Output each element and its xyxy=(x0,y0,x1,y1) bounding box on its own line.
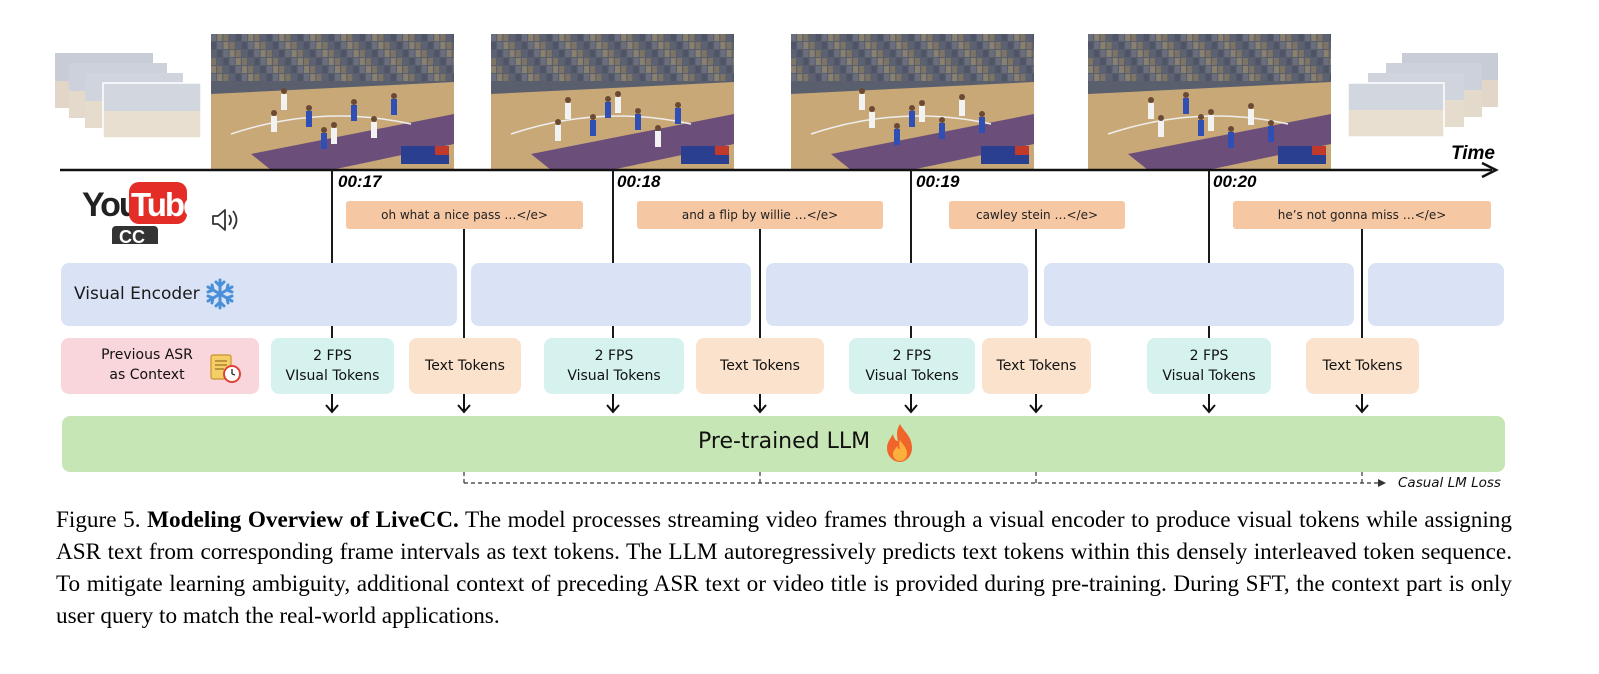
logo-tube-text: Tube xyxy=(131,186,190,223)
visual-tokens-fps: 2 FPS xyxy=(594,348,634,364)
video-frame xyxy=(491,34,734,170)
snowflake-icon xyxy=(206,278,234,310)
timestamp: 00:19 xyxy=(916,172,960,191)
time-marker-line xyxy=(910,170,912,263)
youtube-cc-logo: You Tube CC xyxy=(80,180,203,247)
future-frames-stack xyxy=(1346,53,1500,139)
text-tokens-box: Text Tokens xyxy=(409,338,521,394)
visual-tokens-label: Visual Tokens xyxy=(1162,368,1256,384)
asr-text-box: oh what a nice pass …</e> xyxy=(346,201,583,229)
time-axis xyxy=(60,161,1499,179)
caption-body: The model processes streaming video fram… xyxy=(56,507,1512,629)
arrow-down-icon xyxy=(753,394,767,414)
visual-encoder-label: Visual Encoder xyxy=(74,284,200,304)
speaker-icon xyxy=(210,205,242,235)
visual-encoder-block xyxy=(1368,263,1504,326)
loss-label: Casual LM Loss xyxy=(1398,475,1501,491)
asr-line xyxy=(1361,229,1363,338)
context-line1: Previous ASR xyxy=(101,347,193,363)
arrow-down-icon xyxy=(1029,394,1043,414)
loss-bracket xyxy=(463,472,1386,487)
caption-prefix: Figure 5. xyxy=(56,507,148,533)
context-line2: as Context xyxy=(109,367,185,383)
visual-tokens-fps: 2 FPS xyxy=(892,348,932,364)
caption-title: Modeling Overview of LiveCC. xyxy=(147,507,459,533)
asr-text-box: cawley stein …</e> xyxy=(949,201,1125,229)
text-tokens-box: Text Tokens xyxy=(1306,338,1419,394)
visual-token-line xyxy=(1208,326,1210,338)
asr-text-box: he’s not gonna miss …</e> xyxy=(1233,201,1491,229)
logo-cc-text: CC xyxy=(119,227,145,246)
context-box: Previous ASR as Context xyxy=(61,338,259,394)
arrow-down-icon xyxy=(1202,394,1216,414)
arrow-down-icon xyxy=(1355,394,1369,414)
visual-encoder-block xyxy=(1044,263,1354,326)
video-frame xyxy=(791,34,1034,170)
visual-encoder-block xyxy=(766,263,1028,326)
timestamp: 00:20 xyxy=(1213,172,1257,191)
visual-tokens-box: 2 FPS Visual Tokens xyxy=(544,338,684,394)
video-frame xyxy=(211,34,454,170)
time-marker-line xyxy=(331,170,333,263)
timestamp: 00:18 xyxy=(617,172,661,191)
visual-tokens-box: 2 FPS Visual Tokens xyxy=(849,338,975,394)
time-marker-line xyxy=(612,170,614,263)
scroll-clock-icon xyxy=(210,354,241,383)
asr-line xyxy=(463,229,465,338)
visual-tokens-label: Visual Tokens xyxy=(567,368,661,384)
asr-line xyxy=(759,229,761,338)
visual-token-line xyxy=(910,326,912,338)
fire-icon xyxy=(887,424,912,462)
figure-caption: Figure 5. Modeling Overview of LiveCC. T… xyxy=(56,504,1512,632)
arrow-down-icon xyxy=(606,394,620,414)
timestamp: 00:17 xyxy=(338,172,382,191)
asr-text-box: and a flip by willie …</e> xyxy=(637,201,883,229)
time-marker-line xyxy=(1208,170,1210,263)
visual-tokens-label: Visual Tokens xyxy=(865,368,959,384)
visual-encoder-block xyxy=(471,263,751,326)
past-frames-stack xyxy=(55,53,205,141)
arrow-down-icon xyxy=(457,394,471,414)
asr-line xyxy=(1035,229,1037,338)
visual-tokens-fps: 2 FPS xyxy=(1189,348,1229,364)
text-tokens-box: Text Tokens xyxy=(982,338,1091,394)
visual-encoder-block: Visual Encoder xyxy=(61,263,457,326)
video-frame xyxy=(1088,34,1331,170)
visual-tokens-fps: 2 FPS xyxy=(313,348,352,364)
visual-tokens-box: 2 FPS VIsual Tokens xyxy=(271,338,394,394)
visual-token-line xyxy=(331,326,333,338)
visual-tokens-box: 2 FPS Visual Tokens xyxy=(1147,338,1271,394)
arrow-down-icon xyxy=(325,394,339,414)
visual-tokens-label: VIsual Tokens xyxy=(285,368,380,384)
text-tokens-box: Text Tokens xyxy=(696,338,824,394)
llm-label: Pre-trained LLM xyxy=(698,429,871,454)
llm-block: Pre-trained LLM xyxy=(62,416,1505,472)
visual-token-line xyxy=(612,326,614,338)
time-axis-label: Time xyxy=(1451,143,1496,164)
arrow-down-icon xyxy=(904,394,918,414)
